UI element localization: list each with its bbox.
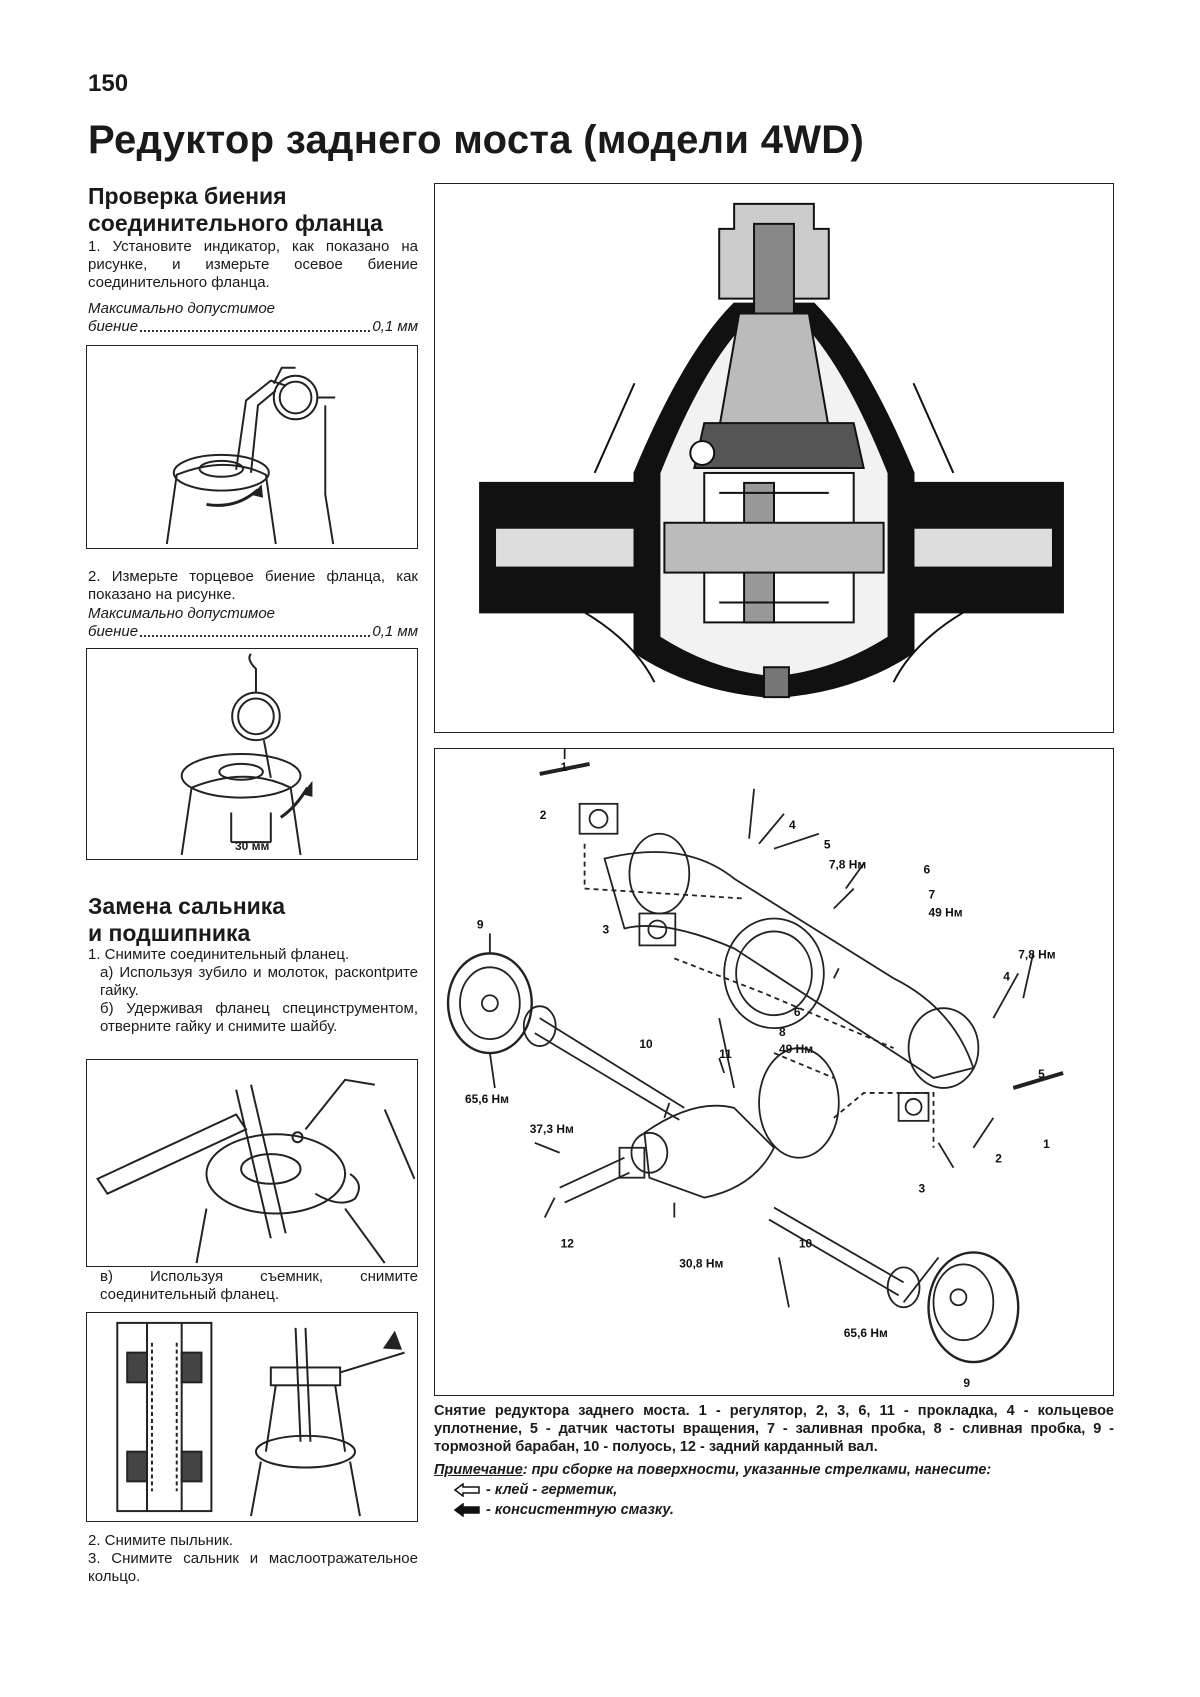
dial-indicator-illustration [165, 366, 336, 545]
callout-5: 5 [824, 838, 831, 852]
step-text: 1. Установите индикатор, как показано на… [88, 238, 418, 291]
section-heading-runout: Проверка биения соединительного фланца [88, 183, 428, 237]
step-text: 3. Снимите сальник и маслоотражательное … [88, 1550, 418, 1585]
note-line: Примечание: при сборке на поверхности, у… [434, 1460, 1114, 1480]
heading-line: Проверка биения [88, 183, 287, 209]
puller-illustration [116, 1321, 405, 1517]
spec-value: 0,1 мм [372, 623, 418, 640]
page-title: Редуктор заднего моста (модели 4WD) [88, 118, 865, 162]
callout-torque: 49 Нм [779, 1042, 813, 1056]
spec-runout-2: Максимально допустимое биение 0,1 мм [88, 605, 418, 641]
spec-row: биение 0,1 мм [88, 623, 418, 641]
spec-runout-1: Максимально допустимое биение 0,1 мм [88, 300, 418, 336]
callout-10: 10 [639, 1037, 653, 1051]
note-label: Примечание [434, 1462, 523, 1478]
face-runout-illustration [180, 653, 313, 856]
callout-10: 10 [799, 1236, 813, 1250]
callout-torque: 30,8 Нм [679, 1256, 723, 1270]
spec-row: биение 0,1 мм [88, 318, 418, 336]
dimension-label: 30 мм [235, 839, 270, 853]
figure-dial-indicator-face: 30 мм [86, 648, 418, 860]
callout-torque: 37,3 Нм [530, 1122, 574, 1136]
step-text: 2. Измерьте торцевое биение фланца, как … [88, 568, 418, 603]
heading-line: Замена сальника [88, 893, 286, 919]
legend-grease: - консистентную смазку. [454, 1500, 1114, 1520]
callout-1: 1 [1043, 1137, 1050, 1151]
legend-label: - клей - герметик, [486, 1482, 618, 1498]
spec-value: 0,1 мм [372, 318, 418, 335]
figure-caption: Снятие редуктора заднего моста. 1 - регу… [434, 1403, 1114, 1455]
callout-6: 6 [794, 1005, 801, 1019]
exploded-view-illustration: 1 2 3 4 5 7,8 Нм 6 7 49 Нм 9 65,6 Нм 10 … [446, 749, 1064, 1390]
callout-6: 6 [924, 863, 931, 877]
callout-12: 12 [561, 1236, 575, 1250]
callout-2: 2 [540, 808, 547, 822]
spec-label: Максимально допустимое [88, 605, 276, 622]
spec-label: Максимально допустимое [88, 300, 276, 317]
outline-arrow-icon [454, 1483, 480, 1497]
differential-cutaway-illustration [479, 202, 1064, 699]
step-text: 2. Снимите пыльник. [88, 1532, 233, 1549]
note-text: : при сборке на поверхности, указанные с… [522, 1462, 992, 1478]
heading-line: и подшипника [88, 920, 251, 946]
step-text: б) Удерживая фланец специнструментом, от… [100, 1000, 418, 1035]
callout-torque: 7,8 Нм [829, 858, 866, 872]
callout-torque: 7,8 Нм [1018, 947, 1055, 961]
leader-dots [140, 623, 371, 637]
step-text: в) Используя съемник, снимите соединител… [100, 1268, 418, 1303]
figure-dial-indicator-axial [86, 345, 418, 549]
legend-glue: - клей - герметик, [454, 1480, 1114, 1500]
callout-4: 4 [1003, 969, 1010, 983]
callout-8: 8 [779, 1025, 786, 1039]
callout-2: 2 [995, 1152, 1002, 1166]
step-text: а) Используя зубило и молоток, раскontри… [100, 964, 418, 999]
solid-arrow-icon [454, 1503, 480, 1517]
heading-line: соединительного фланца [88, 210, 383, 236]
callout-3: 3 [603, 922, 610, 936]
section-heading-seal-bearing: Замена сальника и подшипника [88, 893, 418, 947]
callout-torque: 49 Нм [929, 905, 963, 919]
legend-label: - консистентную смазку. [486, 1502, 674, 1518]
callout-torque: 65,6 Нм [844, 1326, 888, 1340]
figure-remove-nut [86, 1059, 418, 1267]
callout-11: 11 [719, 1047, 732, 1061]
callout-1: 1 [561, 760, 568, 774]
callout-5: 5 [1038, 1067, 1045, 1081]
figure-puller [86, 1312, 418, 1522]
callout-9: 9 [963, 1376, 970, 1390]
assembly-note: Примечание: при сборке на поверхности, у… [434, 1460, 1114, 1520]
callout-9: 9 [477, 917, 484, 931]
figure-differential-cross-section [434, 183, 1114, 733]
holding-tool-illustration [96, 1078, 416, 1264]
page-number: 150 [88, 70, 129, 97]
callout-7: 7 [929, 888, 936, 902]
leader-dots [140, 318, 371, 332]
step-text: 1. Снимите соединительный фланец. [88, 946, 350, 963]
spec-label: биение [88, 623, 139, 640]
figure-exploded-rear-axle: 1 2 3 4 5 7,8 Нм 6 7 49 Нм 9 65,6 Нм 10 … [434, 748, 1114, 1396]
callout-torque: 65,6 Нм [465, 1092, 509, 1106]
callout-4: 4 [789, 818, 796, 832]
spec-label: биение [88, 318, 139, 335]
callout-3: 3 [919, 1182, 926, 1196]
